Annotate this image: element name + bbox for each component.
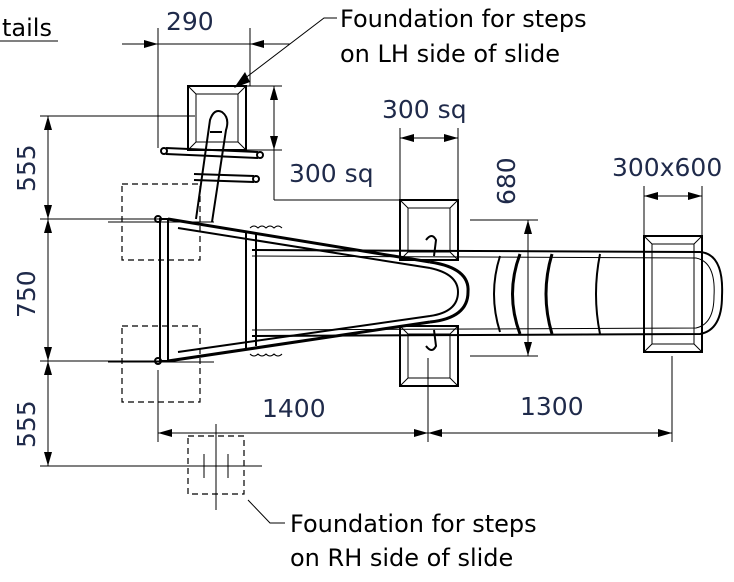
dim-bottom-arrow-right [658, 429, 672, 437]
dim-left-arrow-3a [44, 347, 52, 361]
dim-left-arrow-2b [44, 219, 52, 233]
dim-left-lower-label: 555 [12, 400, 41, 448]
dim-inner-label: 300 sq [289, 159, 374, 188]
heading-fragment: tails [2, 14, 52, 42]
chute-handle-top [425, 235, 438, 257]
callout-rh-line1: Foundation for steps [290, 510, 537, 538]
dim-end-label: 300x600 [612, 153, 722, 182]
dim-left-arrow-4 [44, 452, 52, 466]
slide-chute [251, 249, 724, 337]
dim-end-arrow-left [644, 192, 658, 200]
callout-lh-line2: on LH side of slide [340, 40, 560, 68]
dim-bottom-arrow-mid-a [414, 429, 428, 437]
dim-290-arrow-right [250, 40, 264, 48]
dim-end-arrow-right [688, 192, 702, 200]
slide-frame [154, 215, 470, 365]
chute-handle-bottom [425, 329, 438, 351]
dim-left-arrow-3b [44, 361, 52, 375]
foundation-pad-end [643, 235, 703, 353]
dim-length-a-label: 1400 [262, 394, 326, 423]
dim-680-arrow-bottom [524, 342, 532, 356]
callout-rh-line2: on RH side of slide [290, 544, 513, 572]
dim-bottom-arrow-mid-b [428, 429, 442, 437]
dim-left-arrow-1 [44, 116, 52, 130]
dim-680-arrow-top [524, 220, 532, 234]
dim-pad-label: 300 sq [382, 95, 467, 124]
dashed-foundation-rh-steps [178, 424, 262, 510]
dim-left-middle-label: 750 [12, 270, 41, 318]
dim-pad-arrow-left [400, 134, 414, 142]
callout-rh-leader [247, 499, 285, 524]
dim-680-label: 680 [492, 157, 521, 205]
foundation-pad-center-bottom [399, 325, 459, 387]
callout-lh-line1: Foundation for steps [340, 5, 587, 33]
dim-left-upper-label: 555 [12, 144, 41, 192]
dim-length-b-label: 1300 [520, 392, 584, 421]
foundation-pad-lh-steps [187, 85, 247, 151]
callout-lh-arrowhead [234, 72, 250, 88]
dim-left-arrow-2a [44, 205, 52, 219]
dim-290-arrow-left [144, 40, 158, 48]
foundation-pad-center-top [399, 199, 459, 261]
lh-steps-ladder [160, 110, 264, 223]
dim-inner-arrow-top [270, 86, 278, 100]
dim-inner-arrow-bottom [270, 136, 278, 150]
dim-pad-arrow-right [444, 134, 458, 142]
dim-290-label: 290 [166, 7, 214, 36]
dim-bottom-arrow-left [158, 429, 172, 437]
callout-lh-leader [239, 17, 337, 83]
